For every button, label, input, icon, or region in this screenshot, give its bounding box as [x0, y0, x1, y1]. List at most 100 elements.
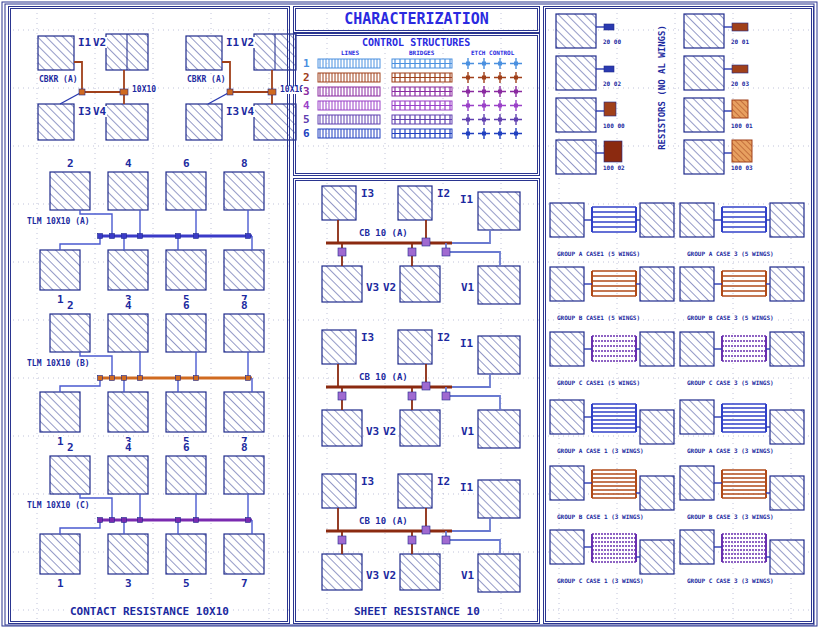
panel-heading: CONTACT RESISTANCE 10X10 — [68, 606, 231, 617]
resistor-stripe — [722, 211, 766, 213]
resistor-stripe — [592, 350, 636, 352]
line-array — [377, 129, 378, 138]
bond-pad — [106, 34, 148, 70]
panel-heading: CONTROL STRUCTURES — [360, 38, 472, 48]
bridge-array — [392, 73, 452, 82]
line-array — [338, 59, 339, 68]
etch-control-cross — [510, 58, 522, 69]
line-array — [362, 73, 363, 82]
etch-control-cross — [514, 104, 518, 108]
resistor-stripe — [592, 497, 636, 499]
line-array — [344, 73, 345, 82]
resistor-stripe — [592, 469, 636, 471]
bond-pad — [550, 400, 584, 434]
test-structures — [38, 14, 804, 592]
resistor-stripe — [592, 226, 636, 228]
structure-label: V3 — [365, 426, 380, 437]
resistor-stripe — [592, 423, 636, 425]
resistor-stripe — [722, 533, 766, 535]
metal-wire — [195, 494, 196, 520]
metal-wire — [596, 110, 604, 111]
structure-label: CBKR (A) — [38, 76, 79, 84]
grid — [8, 8, 812, 622]
line-array — [341, 129, 342, 138]
line-array — [374, 73, 375, 82]
structure-label: 6 — [302, 128, 311, 139]
structure-label: V3 — [365, 282, 380, 293]
resistor-stripe — [722, 473, 766, 475]
line-array — [335, 129, 336, 138]
etch-control-cross — [494, 114, 506, 125]
bond-pad — [550, 332, 584, 366]
structure-label: I1 — [459, 338, 474, 349]
structure-label: GROUP A CASE 3 (3 WINGS) — [686, 448, 775, 454]
line-array — [359, 59, 360, 68]
bond-pad — [166, 314, 206, 352]
etch-control-cross — [510, 128, 522, 139]
contact-window — [604, 24, 614, 30]
structure-label: I2 — [436, 188, 451, 199]
etch-control-cross — [498, 132, 502, 136]
bond-pad — [224, 250, 264, 290]
line-array — [326, 59, 327, 68]
metal-wire — [326, 530, 452, 533]
structure-label: 100 02 — [602, 165, 626, 171]
line-array — [326, 115, 327, 124]
resistor-stripe — [722, 216, 766, 218]
bond-pad — [108, 392, 148, 432]
line-array — [350, 73, 351, 82]
line-array — [371, 129, 372, 138]
line-array — [347, 101, 348, 110]
bond-pad — [400, 266, 440, 302]
resistor-stripe — [722, 497, 766, 499]
line-array — [329, 87, 330, 96]
etch-control-cross — [514, 62, 518, 66]
structure-label: CBKR (A) — [186, 76, 227, 84]
resistor-stripe — [722, 423, 766, 425]
metal-wire — [714, 219, 722, 220]
etch-control-cross — [466, 132, 470, 136]
etch-control-cross — [482, 62, 486, 66]
line-array — [359, 129, 360, 138]
bond-pad — [166, 456, 206, 494]
contact-window — [338, 536, 346, 544]
line-array — [326, 101, 327, 110]
metal-wire — [714, 283, 722, 284]
line-array — [341, 59, 342, 68]
structure-label: V2 — [382, 282, 397, 293]
bond-pad — [400, 554, 440, 590]
line-array — [323, 87, 324, 96]
bond-pad — [224, 456, 264, 494]
metal-wire — [584, 348, 592, 349]
line-array — [329, 129, 330, 138]
bond-pad — [550, 530, 584, 564]
line-array — [377, 115, 378, 124]
bond-pad — [478, 410, 520, 448]
resistor-stripe — [722, 469, 766, 471]
etch-control-cross — [514, 90, 518, 94]
line-array — [368, 73, 369, 82]
etch-control-cross — [498, 104, 502, 108]
line-array — [347, 59, 348, 68]
bond-pad — [186, 104, 222, 140]
etch-control-cross — [466, 62, 470, 66]
grid-line — [95, 8, 96, 622]
resistor-stripe — [592, 335, 636, 337]
metal-wire — [596, 26, 604, 27]
line-array — [359, 101, 360, 110]
structure-label: 4 — [124, 442, 133, 453]
bond-pad — [166, 392, 206, 432]
structure-label: V1 — [460, 282, 475, 293]
line-array — [353, 129, 354, 138]
bridge-array — [392, 105, 452, 106]
bond-pad — [640, 267, 674, 301]
line-array — [347, 115, 348, 124]
structure-label: GROUP C CASE 3 (5 WINGS) — [686, 380, 775, 386]
structure-label: I3 — [225, 106, 240, 117]
contact-window — [110, 234, 115, 239]
line-array — [362, 101, 363, 110]
line-array — [368, 59, 369, 68]
line-array — [356, 115, 357, 124]
metal-wire — [584, 283, 592, 284]
structure-label: 20 00 — [602, 39, 622, 45]
